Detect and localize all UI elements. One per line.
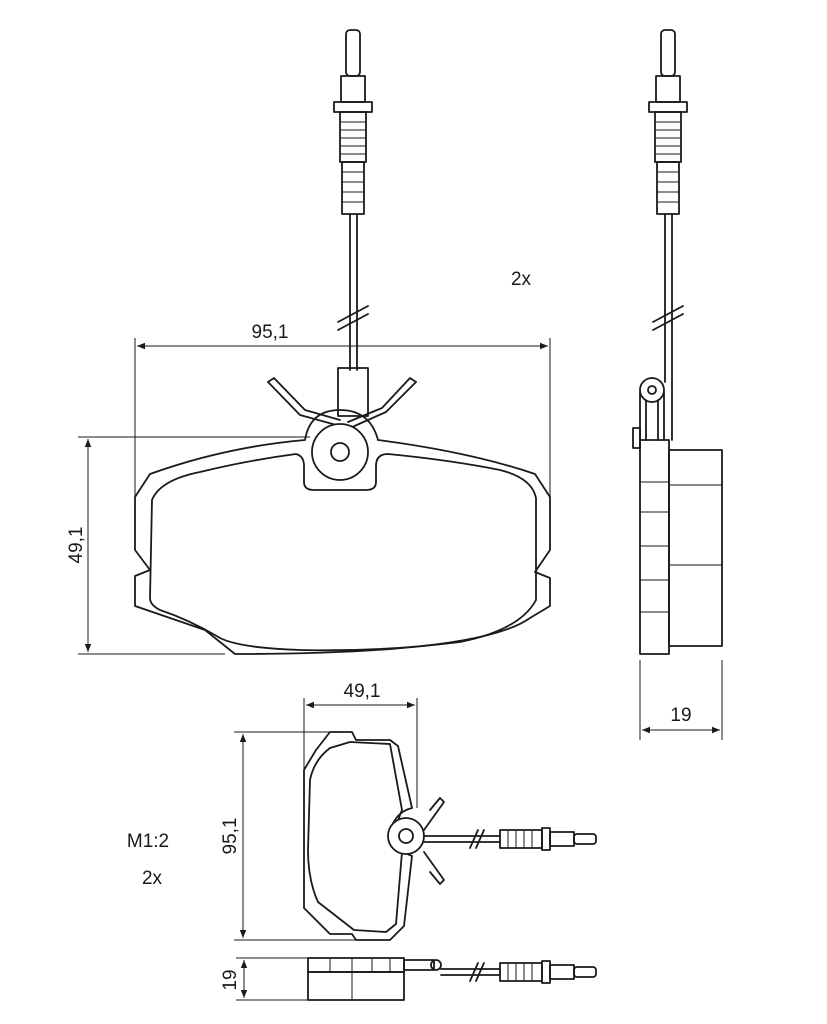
side-thickness-label: 19	[670, 705, 691, 726]
side-view	[632, 29, 723, 655]
side-sensor-connector	[648, 29, 688, 441]
side-backing-plate	[639, 439, 670, 655]
quantity-bottom-label: 2x	[142, 868, 163, 889]
side-thickness-dimension: 19	[639, 660, 723, 740]
front-width-label: 95,1	[252, 322, 289, 343]
front-friction-lining	[149, 453, 537, 652]
front-view	[134, 29, 551, 655]
bottom-height-label: 95,1	[220, 818, 241, 855]
bottom-edge-view	[307, 957, 597, 1001]
side-friction-lining	[668, 449, 723, 647]
front-height-dimension: 49,1	[66, 436, 310, 655]
bottom-thickness-label: 19	[220, 969, 241, 990]
scale-label: M1:2	[127, 831, 169, 852]
bottom-view	[303, 731, 597, 941]
quantity-top-label: 2x	[511, 269, 532, 290]
front-sensor-connector	[333, 29, 373, 371]
bottom-width-label: 49,1	[344, 681, 381, 702]
front-width-dimension: 95,1	[134, 322, 551, 497]
front-sensor-clip	[267, 367, 417, 429]
bottom-thickness-dimension: 19	[220, 957, 308, 1001]
front-height-label: 49,1	[66, 527, 87, 564]
bottom-width-dimension: 49,1	[303, 681, 418, 808]
bottom-height-dimension: 95,1	[220, 731, 390, 941]
